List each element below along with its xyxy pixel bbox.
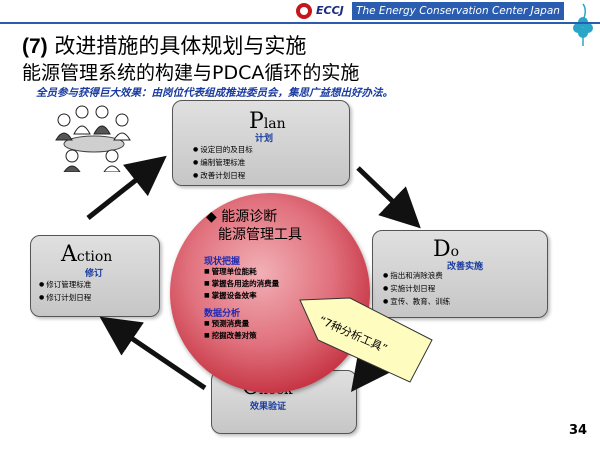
- plan-sub: 计划: [255, 134, 274, 144]
- check-sub: 效果验证: [250, 402, 287, 412]
- plan-box: Plan 计划 设定目的及目标 编制管理标准 改善计划日程: [172, 100, 350, 186]
- action-title: Action: [61, 244, 112, 266]
- list-item: 挖掘改善对策: [204, 330, 257, 342]
- list-item: 改善计划日程: [193, 169, 253, 182]
- do-letter: D: [433, 237, 451, 262]
- page-title: (7) 改进措施的具体规划与实施: [22, 30, 306, 60]
- list-item: 实施计划日程: [383, 282, 450, 295]
- logo-text: ECCJ: [316, 4, 344, 17]
- section-data-analysis: 数据分析: [204, 309, 241, 319]
- plan-title: Plan: [249, 111, 286, 133]
- clover-logo-icon: [573, 3, 593, 46]
- arrow-check-to-action: [99, 316, 207, 391]
- title-number: (7): [22, 35, 48, 58]
- page-number: 34: [569, 423, 588, 438]
- list-item: 设定目的及目标: [193, 143, 253, 156]
- current-status-list: 管理单位能耗 掌握各用途的消费量 掌握设备效率: [204, 266, 280, 302]
- arrow-action-to-plan: [86, 155, 167, 220]
- list-item: 掌握设备效率: [204, 290, 279, 302]
- center-subheading: 能源管理工具: [218, 227, 302, 243]
- header-divider: [0, 22, 600, 24]
- action-letter: A: [61, 242, 77, 267]
- action-rest: ction: [76, 249, 113, 265]
- do-rest: o: [450, 244, 460, 260]
- plan-list: 设定目的及目标 编制管理标准 改善计划日程: [193, 143, 253, 182]
- list-item: 掌握各用途的消费量: [204, 278, 280, 290]
- plan-rest: lan: [263, 116, 286, 132]
- arrow-plan-to-do: [356, 166, 421, 229]
- list-item: 宣传、教育、训练: [383, 295, 450, 308]
- do-list: 指出和消除浪费 实施计划日程 宣传、教育、训练: [383, 269, 450, 308]
- do-box: Do 改善实施 指出和消除浪费 实施计划日程 宣传、教育、训练: [372, 230, 548, 318]
- action-box: Action 修订 修订管理标准 修订计划日程: [30, 235, 160, 317]
- eccj-logo-icon: [296, 3, 312, 19]
- section-current-status: 现状把握: [204, 257, 241, 267]
- plan-letter: P: [249, 109, 264, 134]
- list-item: 修订管理标准: [39, 278, 91, 291]
- list-item: 编制管理标准: [193, 156, 253, 169]
- center-heading: ◆ 能源诊断: [206, 209, 278, 225]
- do-title: Do: [433, 239, 459, 261]
- list-item: 管理单位能耗: [204, 266, 279, 278]
- data-analysis-list: 预测消费量 挖掘改善对策: [204, 318, 257, 342]
- list-item: 修订计划日程: [39, 291, 91, 304]
- title-text: 改进措施的具体规划与实施: [47, 34, 307, 58]
- subtitle-note: 全员参与获得巨大效果：由岗位代表组成推进委员会，集思广益想出好办法。: [36, 87, 393, 99]
- action-list: 修订管理标准 修订计划日程: [39, 278, 91, 304]
- callout-shape: [299, 297, 433, 383]
- team-meeting-illustration: [55, 105, 131, 172]
- action-sub: 修订: [85, 269, 104, 279]
- list-item: 指出和消除浪费: [383, 269, 450, 282]
- list-item: 预测消费量: [204, 318, 257, 330]
- org-name-banner: The Energy Conservation Center Japan: [352, 2, 564, 20]
- do-sub: 改善实施: [447, 262, 484, 272]
- page-subheading: 能源管理系统的构建与PDCA循环的实施: [22, 62, 360, 84]
